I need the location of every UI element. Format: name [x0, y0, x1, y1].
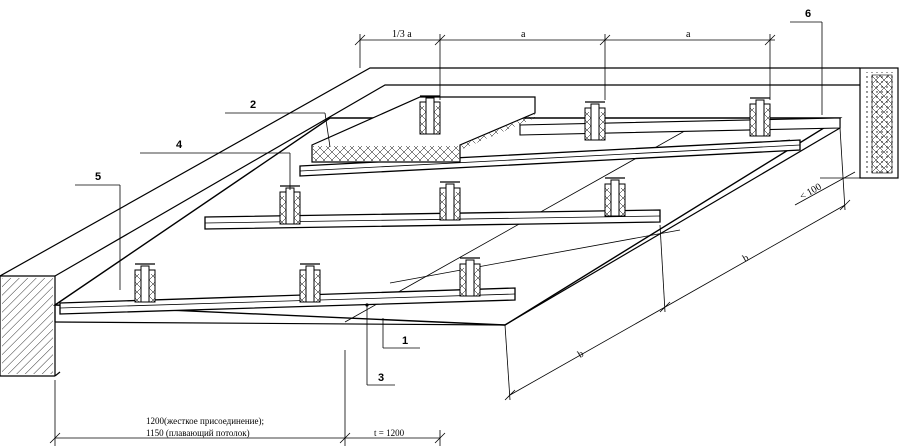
hanger: [419, 95, 441, 135]
dim-b-2: b: [741, 253, 751, 265]
callout-4: 4: [176, 139, 183, 151]
ceiling-profiles: [59, 117, 841, 315]
hanger: [584, 101, 606, 141]
bottom-dimensions: 1200(жесткое присоединение); 1150 (плава…: [49, 350, 446, 446]
dim-t: t = 1200: [374, 428, 405, 438]
slab-section-hatch: [2, 278, 53, 374]
top-dimensions: 1/3 a a a: [354, 29, 776, 100]
dim-a-2: a: [686, 29, 691, 40]
hanger: [299, 263, 321, 303]
hanger: [749, 97, 771, 137]
callouts: 2 4 5 6 1 3: [75, 8, 823, 386]
dim-a-1: a: [521, 29, 526, 40]
hanger: [279, 185, 301, 225]
callout-2: 2: [250, 99, 256, 111]
callout-1: 1: [402, 335, 408, 347]
callout-6: 6: [805, 8, 811, 20]
callout-3: 3: [378, 372, 384, 384]
hanger: [134, 263, 156, 303]
hanger: [459, 257, 481, 297]
hanger: [604, 177, 626, 217]
side-wall: [820, 67, 899, 179]
hanger: [439, 181, 461, 221]
note-line-1: 1200(жесткое присоединение);: [146, 416, 264, 426]
note-line-2: 1150 (плавающий потолок): [146, 428, 250, 438]
dim-third-a: 1/3 a: [392, 29, 412, 40]
dim-b-1: b: [576, 349, 586, 361]
callout-5: 5: [95, 171, 101, 183]
